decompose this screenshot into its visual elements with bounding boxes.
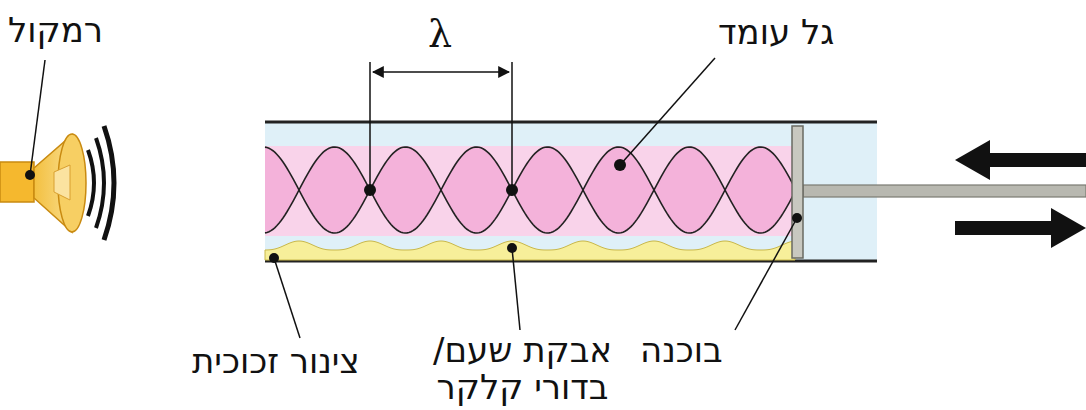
motion-arrows: [955, 140, 1086, 248]
piston: [792, 126, 1086, 258]
speaker-label: רמקול: [8, 12, 103, 49]
powder-label: אבקת שעם/ בדורי קלקר: [425, 332, 620, 407]
cork-powder: [265, 241, 795, 260]
piston-label: בוכנה: [640, 332, 723, 369]
leader-lines: [30, 58, 797, 338]
marker-dots: [25, 159, 802, 263]
standing-wave: [265, 147, 795, 233]
glass-tube: [265, 122, 877, 262]
glass-tube-label: צינור זכוכית: [192, 343, 360, 380]
wavelength-symbol: λ: [428, 14, 452, 56]
wavelength-dimension: [370, 62, 512, 190]
loudspeaker: [0, 126, 114, 240]
standing-wave-label: גל עומד: [718, 14, 834, 51]
